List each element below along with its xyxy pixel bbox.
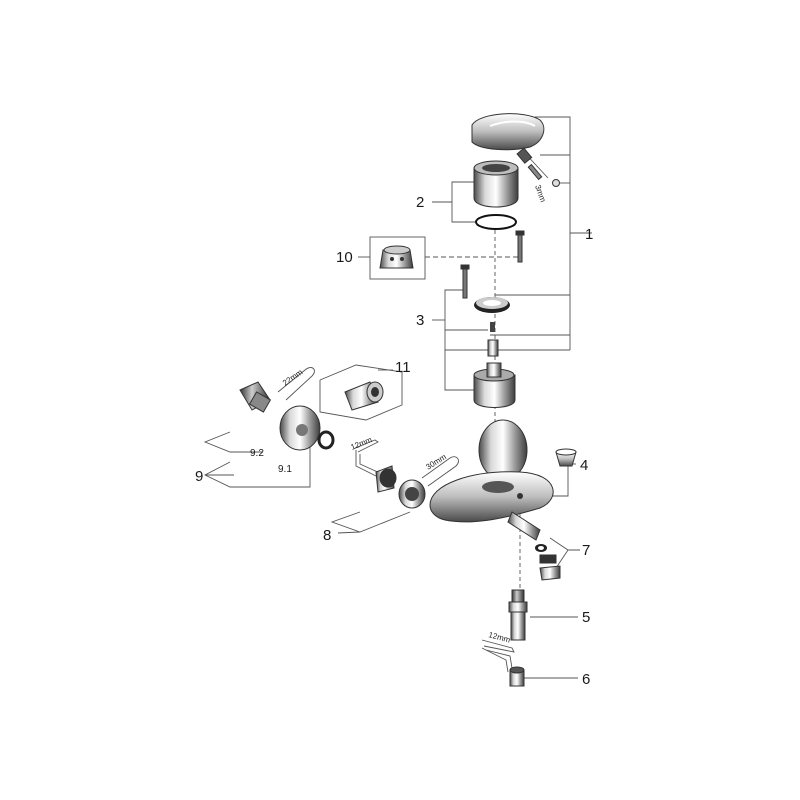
callout-11: 11 [395,359,411,376]
part-2-sleeve [473,160,519,208]
part-8-nut [398,479,426,509]
cartridge [473,362,516,408]
part-6-nut [509,666,525,687]
wrench-30mm [421,456,459,487]
part-9-1-flange [279,405,321,451]
callout-5: 5 [582,609,590,626]
part-11-adapter [344,381,384,411]
part-3-nut-ring [474,297,510,313]
callout-4: 4 [580,457,588,474]
part-3-small-screw [490,322,495,332]
part-9-2-eccentric-connector [239,381,272,413]
hex-key-12mm-bottom [481,639,515,673]
callout-9-1: 9.1 [278,464,292,475]
callout-1: 1 [585,226,593,243]
tool-label-12mm-left: 12mm [349,435,373,452]
part-5-diverter-cartridge [508,589,528,641]
tool-size-labels: 3mm 22mm 12mm 30mm 12mm [281,184,548,645]
mixer-body [429,419,554,541]
hex-key-12mm-left [354,439,383,479]
callout-3: 3 [416,312,424,329]
part-9-washer [317,430,335,450]
callout-2: 2 [416,194,424,211]
part-8-connector [375,465,397,493]
callout-8: 8 [323,527,331,544]
callout-6: 6 [582,671,590,688]
part-4-cap [555,448,577,467]
callout-9-2: 9.2 [250,448,264,459]
part-2-o-ring [475,214,517,230]
lever-handle [471,113,545,151]
tool-label-3mm: 3mm [533,184,548,204]
part-10-cap [379,245,414,269]
part-3-screws [460,230,525,299]
tool-label-22mm: 22mm [281,367,305,387]
part-7-aerator [535,544,561,581]
part-3-spindle [487,339,499,357]
callout-9: 9 [195,468,203,485]
callout-7: 7 [582,542,590,559]
tool-label-30mm: 30mm [424,452,448,472]
handle-screw-set [516,147,560,187]
callout-10: 10 [336,249,353,266]
callout-labels: 1 2 3 4 5 6 7 8 9 9.1 9.2 10 11 [195,194,593,688]
wrench-22mm [277,367,315,401]
